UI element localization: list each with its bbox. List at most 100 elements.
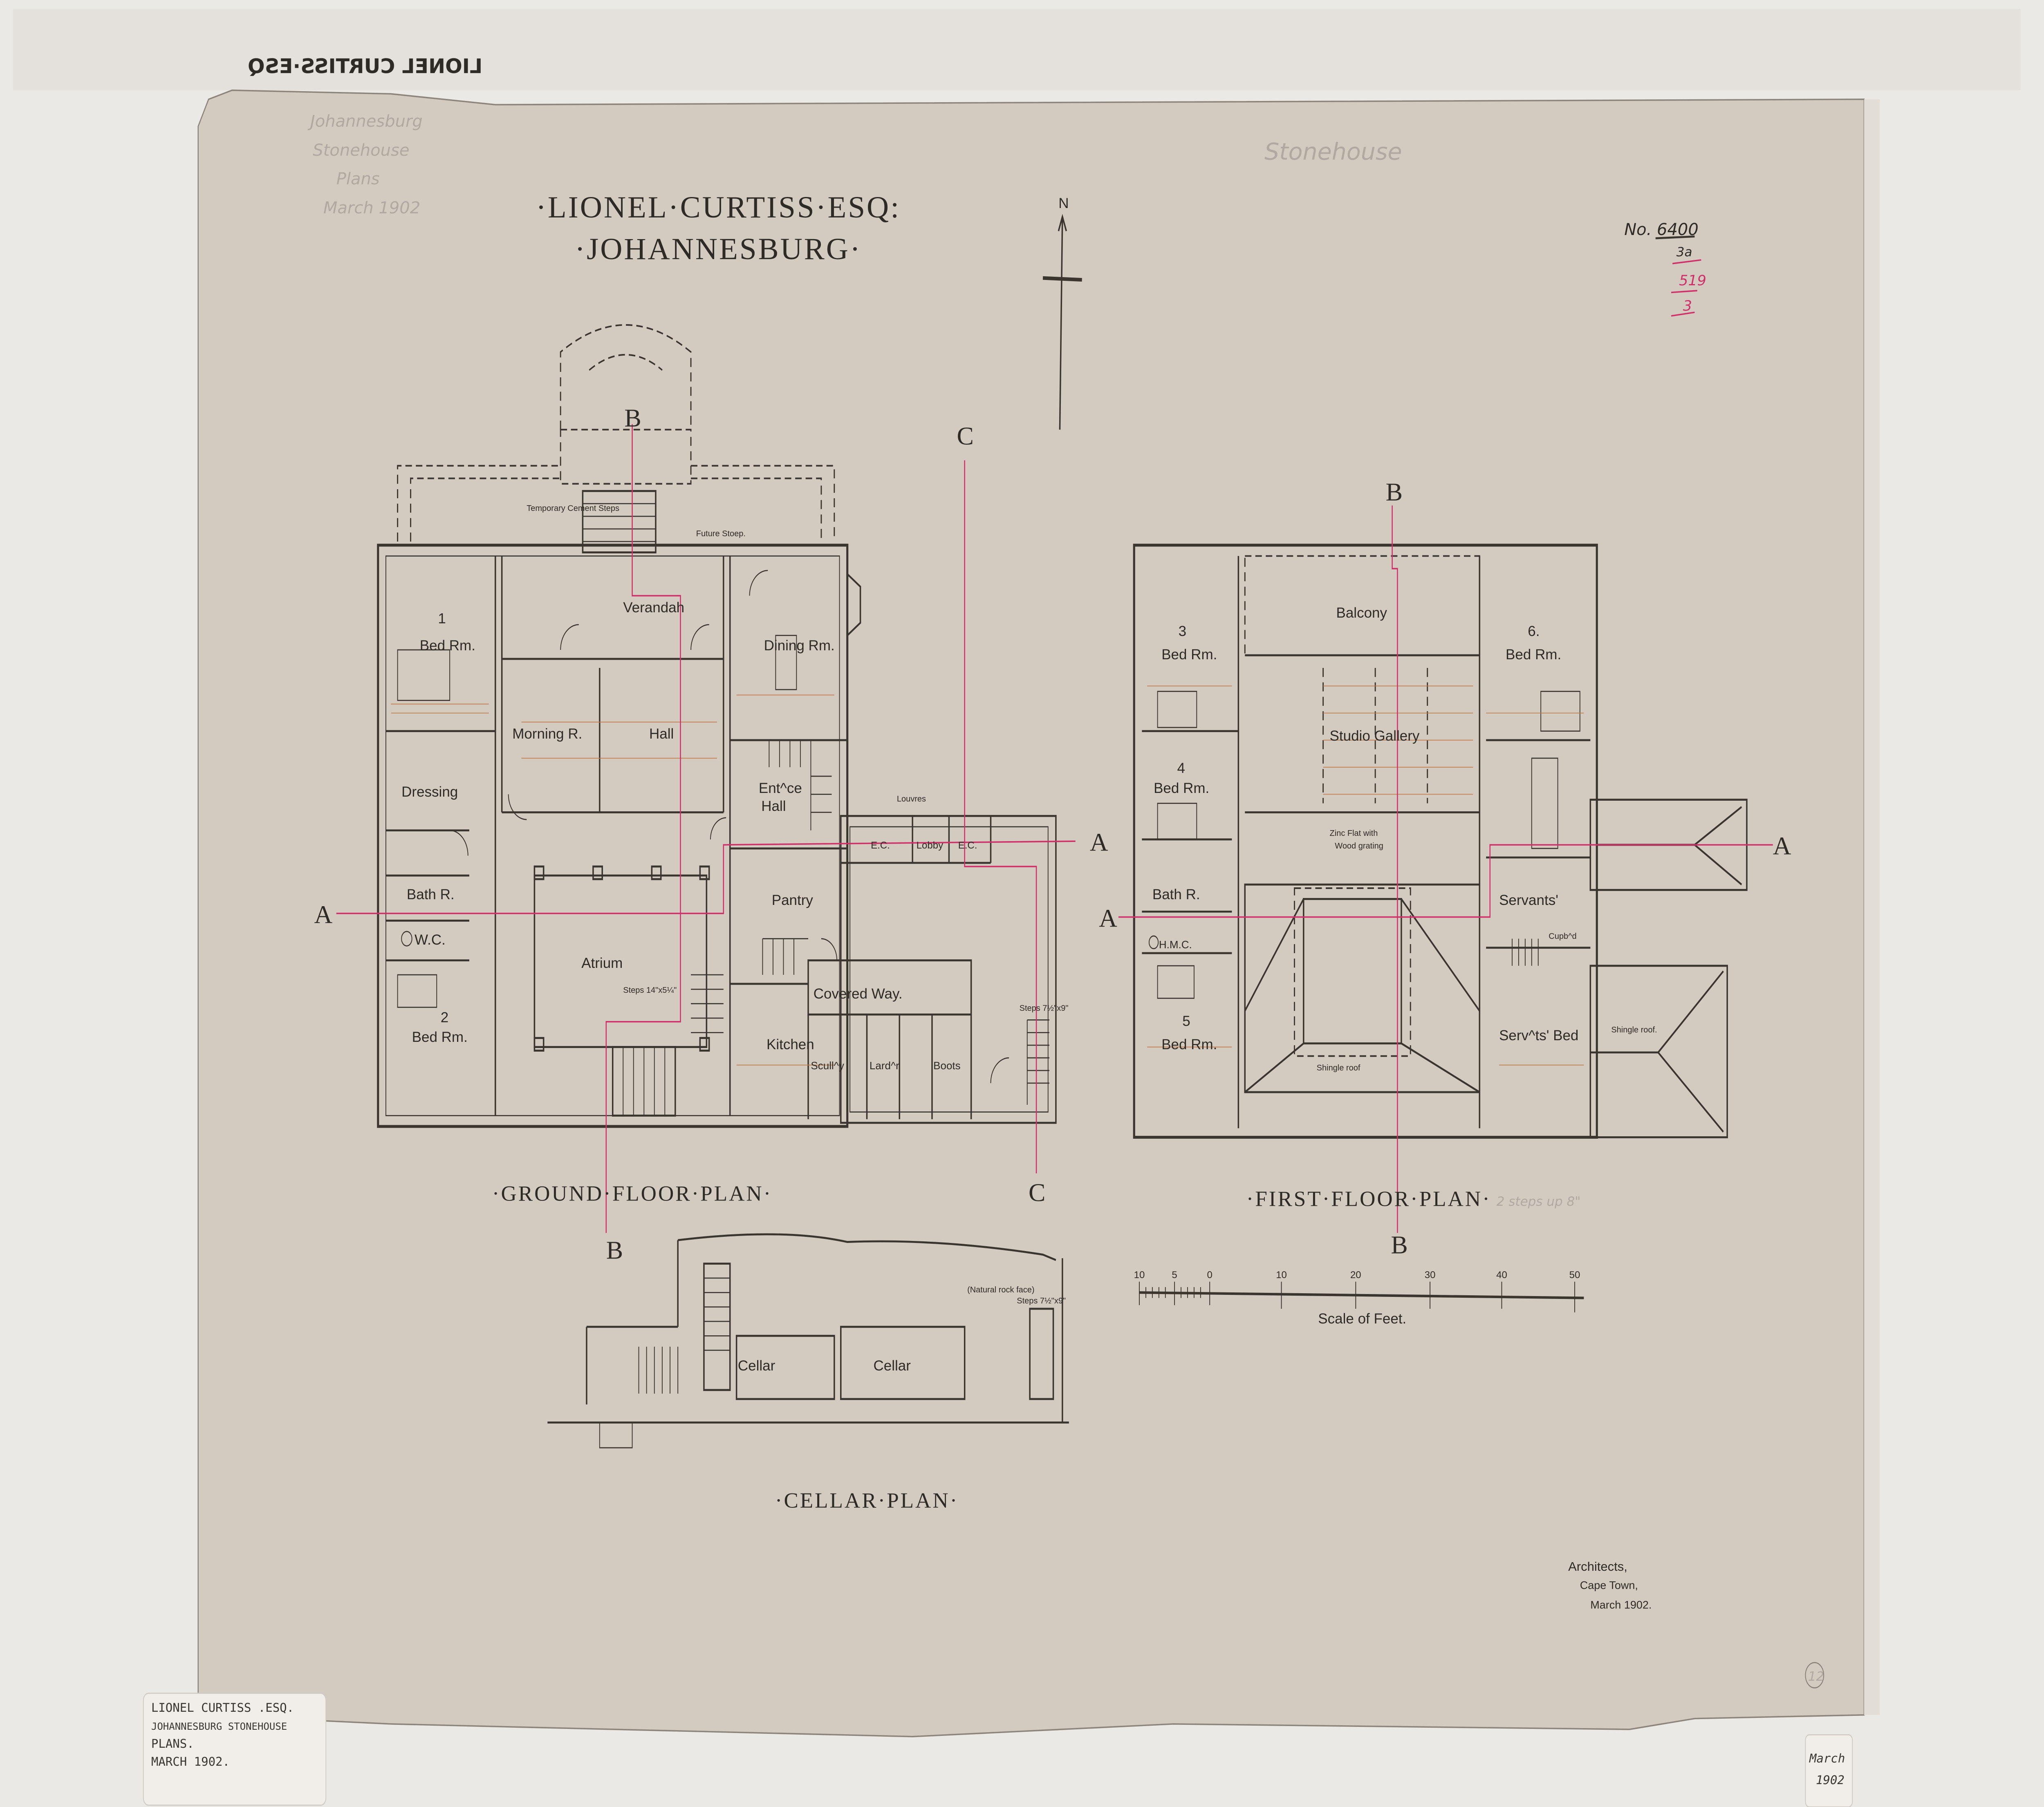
section-b-marker: B [1391,1231,1408,1259]
north-label: N [1058,195,1069,211]
architects-line: Architects, [1568,1559,1627,1574]
scale-tick-label: 20 [1350,1269,1361,1281]
room-label-dressing: Dressing [401,784,458,800]
room-label-cupboard: Cupb^d [1549,931,1577,941]
room-label-pantry: Pantry [771,892,813,908]
scale-tick-label: 40 [1496,1269,1507,1281]
section-a-marker: A [314,901,333,929]
room-label-wc: W.C. [415,931,446,948]
room-number: 6. [1528,623,1540,639]
cellar-caption: ·CELLAR·PLAN· [775,1489,959,1513]
room-label-studio-gallery: Studio Gallery [1329,728,1420,744]
architects-city: Cape Town, [1580,1579,1638,1591]
room-label-bed5: Bed Rm. [1161,1037,1217,1053]
room-label-entrance-hall: Ent^ce [758,780,802,796]
door-swings [450,570,1009,1083]
label-card-right-line: March [1809,1751,1845,1765]
section-a-marker: A [1773,832,1791,860]
ground-floor-caption: ·GROUND·FLOOR·PLAN· [492,1182,773,1206]
section-b-marker: B [1385,478,1403,506]
note-temporary-steps: Temporary Cement Steps [527,504,620,513]
first-floor-plan [1133,544,1748,1139]
room-label-bed1: Bed Rm. [419,637,475,654]
room-label-ec: E.C. [871,840,890,851]
pencil-note-left: March 1902 [323,199,421,218]
first-floor-caption: ·FIRST·FLOOR·PLAN· [1246,1187,1491,1211]
note-shingle-roof: Shingle roof [1316,1064,1360,1073]
room-label-bath: Bath R. [1152,887,1200,903]
sheet-circle-number: 12 [1808,1669,1824,1684]
room-number: 5 [1182,1013,1190,1029]
label-card-left-line: JOHANNESBURG STONEHOUSE [151,1720,287,1732]
room-label-servants: Servants' [1499,892,1558,908]
note-future-stoep: Future Stoep. [696,529,746,538]
pencil-note-steps: 2 steps up 8" [1496,1194,1581,1209]
room-label-ec: E.C. [958,840,977,851]
room-label-larder: Lard^r [869,1059,899,1072]
red-reference-top: 519 [1679,272,1706,289]
scale-tick-label: 5 [1172,1269,1177,1281]
note-shingle-roof: Shingle roof. [1611,1026,1657,1035]
label-card-right-line: 1902 [1815,1773,1845,1787]
scale-tick-label: 30 [1424,1269,1436,1281]
room-label-servants-bed: Serv^ts' Bed [1499,1027,1579,1043]
section-b-marker: B [606,1236,623,1265]
label-card-left-line: PLANS. [151,1737,194,1751]
pencil-note-left: Stonehouse [313,141,410,160]
note-rock-face: (Natural rock face) [967,1285,1035,1295]
drawing-location: ·JOHANNESBURG· [575,232,862,266]
section-a-marker: A [1099,905,1117,933]
pencil-note-left: Johannesburg [310,112,423,131]
room-number: 4 [1177,760,1185,777]
label-card-left-background [143,1693,327,1806]
room-label-dining: Dining Rm. [764,637,835,654]
section-a-marker: A [1089,828,1108,857]
room-label-hall: Hall [649,726,674,742]
label-card-right-background [1805,1734,1853,1807]
room-label-covered-way: Covered Way. [813,986,903,1002]
section-c-marker: C [1028,1179,1046,1207]
room-label-boots: Boots [933,1059,961,1072]
scale-tick-label: 10 [1276,1269,1287,1281]
section-lines [336,424,1773,1233]
room-label-cellar: Cellar [873,1358,911,1374]
sheet-number-circle [1805,1662,1824,1688]
red-reference-bottom: 3 [1683,298,1692,314]
scale-tick-label: 50 [1569,1269,1580,1281]
note-cellar-steps: Steps 7½"x9" [1017,1296,1066,1305]
paper-edge [1864,99,1880,1715]
note-steps-atrium: Steps 14"x5¼" [623,986,677,995]
scale-bar-marks [1139,1281,1584,1312]
room-label-hmc: H.M.C. [1159,938,1192,951]
atrium-columns [533,865,710,1052]
scale-tick-label: 0 [1207,1269,1213,1281]
room-label-atrium: Atrium [581,955,623,972]
room-label-morning: Morning R. [512,726,583,742]
room-label-bed2: Bed Rm. [412,1029,468,1046]
room-label-bed6: Bed Rm. [1506,647,1562,663]
drawing-number-sub: 3a [1676,245,1692,260]
section-c-marker: C [957,422,974,450]
note-louvres: Louvres [896,794,926,804]
drawing-title: ·LIONEL·CURTISS·ESQ: [536,190,901,224]
future-stoep-outline [397,324,835,542]
room-label-lobby: Lobby [916,840,944,851]
scale-tick-label: 10 [1134,1269,1145,1281]
top-strip [13,9,2021,90]
architects-date: March 1902. [1590,1599,1652,1611]
room-label-bed3: Bed Rm. [1161,647,1217,663]
room-label-balcony: Balcony [1336,605,1387,621]
cellar-plan [547,1233,1069,1449]
room-label-bed4: Bed Rm. [1154,780,1210,796]
drawing-number-rules [1655,235,1701,317]
section-b-marker: B [624,404,641,432]
room-number: 3 [1178,623,1187,639]
room-number: 1 [438,610,446,627]
pencil-note-stonehouse: Stonehouse [1264,138,1402,166]
note-steps-service: Steps 7½"x9" [1019,1004,1069,1013]
note-zinc-flat: Zinc Flat with [1329,828,1378,838]
pencil-note-left: Plans [336,170,380,189]
label-card-left-line: LIONEL CURTISS .ESQ. [151,1700,294,1715]
